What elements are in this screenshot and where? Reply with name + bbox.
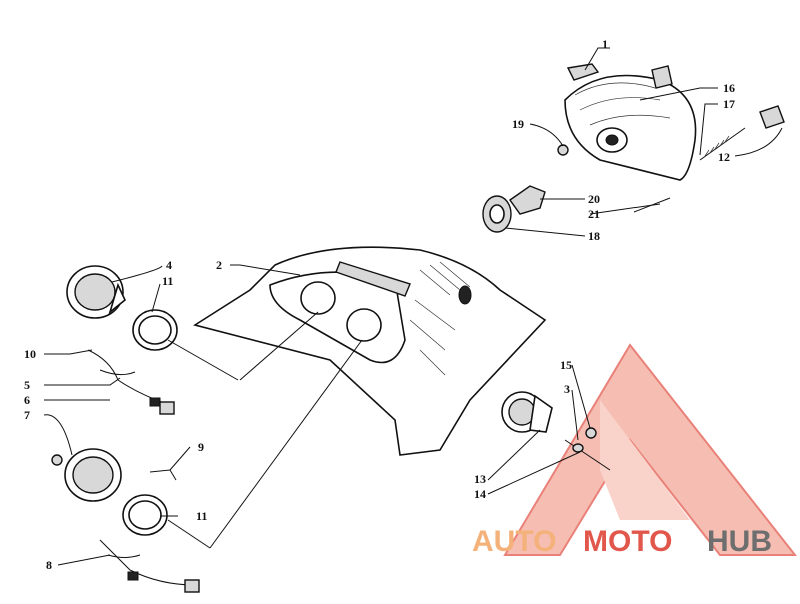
wiring-harness-upper xyxy=(87,349,175,415)
callout-10: 10 xyxy=(24,347,36,361)
callout-14: 14 xyxy=(474,487,486,501)
callout-4: 4 xyxy=(166,258,172,272)
wire-9 xyxy=(149,469,177,481)
callout-12: 12 xyxy=(718,150,730,164)
hood-panel xyxy=(193,246,547,456)
callout-21: 21 xyxy=(588,207,600,221)
watermark-inner-triangle xyxy=(600,400,690,520)
callout-8: 8 xyxy=(46,558,52,572)
callout-18: 18 xyxy=(588,229,600,243)
callout-5: 5 xyxy=(24,378,30,392)
callout-2: 2 xyxy=(216,258,222,272)
callout-6: 6 xyxy=(24,393,30,407)
callout-17: 17 xyxy=(723,97,735,111)
callout-3: 3 xyxy=(564,382,570,396)
callout-16: 16 xyxy=(723,81,735,95)
watermark-logo xyxy=(503,343,798,556)
watermark-hub: HUB xyxy=(707,525,772,558)
leader-lines xyxy=(43,47,783,566)
gauge-upper xyxy=(66,265,178,351)
callout-numbers: 1 16 17 12 19 20 21 18 2 4 11 10 5 6 7 9… xyxy=(24,37,735,572)
callout-11-lower: 11 xyxy=(196,509,207,523)
gauge-lower xyxy=(51,448,168,536)
callout-20: 20 xyxy=(588,192,600,206)
callout-19: 19 xyxy=(512,117,524,131)
callout-7: 7 xyxy=(24,408,30,422)
callout-9: 9 xyxy=(198,440,204,454)
callout-1: 1 xyxy=(602,37,608,51)
watermark-auto: AUTO xyxy=(472,525,556,558)
watermark-triangle xyxy=(503,343,798,556)
headlight-assembly xyxy=(482,63,785,233)
side-light xyxy=(501,391,611,471)
watermark-moto: MOTO xyxy=(583,525,672,558)
callout-13: 13 xyxy=(474,472,486,486)
watermark-wordmark: AUTO MOTO HUB xyxy=(472,525,772,558)
callout-15: 15 xyxy=(560,358,572,372)
wiring-harness-lower xyxy=(99,539,200,593)
callout-11-upper: 11 xyxy=(162,274,173,288)
